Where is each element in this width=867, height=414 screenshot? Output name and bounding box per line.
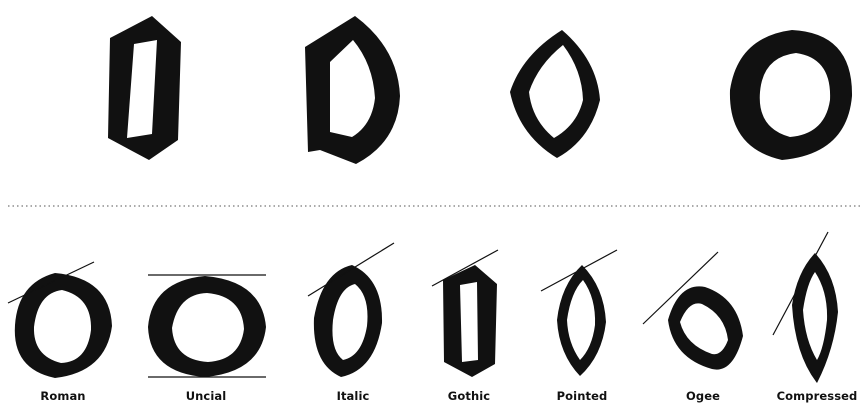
label-roman: Roman xyxy=(40,389,85,403)
top-pointed-o-glyph xyxy=(510,30,600,158)
top-italic-o-glyph xyxy=(305,16,400,164)
uncial-o-glyph xyxy=(148,276,266,377)
label-ogee: Ogee xyxy=(686,389,720,403)
label-compressed: Compressed xyxy=(777,389,858,403)
pointed-pen-angle-line xyxy=(541,250,617,291)
pointed-o-glyph xyxy=(557,265,606,376)
top-gothic-o-glyph xyxy=(108,16,181,160)
roman-o-glyph xyxy=(15,273,112,378)
label-pointed: Pointed xyxy=(557,389,608,403)
italic-o-glyph xyxy=(314,265,382,377)
label-gothic: Gothic xyxy=(448,389,490,403)
compressed-o-glyph xyxy=(792,253,838,383)
label-uncial: Uncial xyxy=(186,389,227,403)
gothic-o-glyph xyxy=(443,265,497,377)
ogee-o-glyph xyxy=(668,286,743,369)
label-italic: Italic xyxy=(337,389,370,403)
italic-pen-angle-line xyxy=(308,243,394,296)
top-round-o-glyph xyxy=(730,30,852,160)
